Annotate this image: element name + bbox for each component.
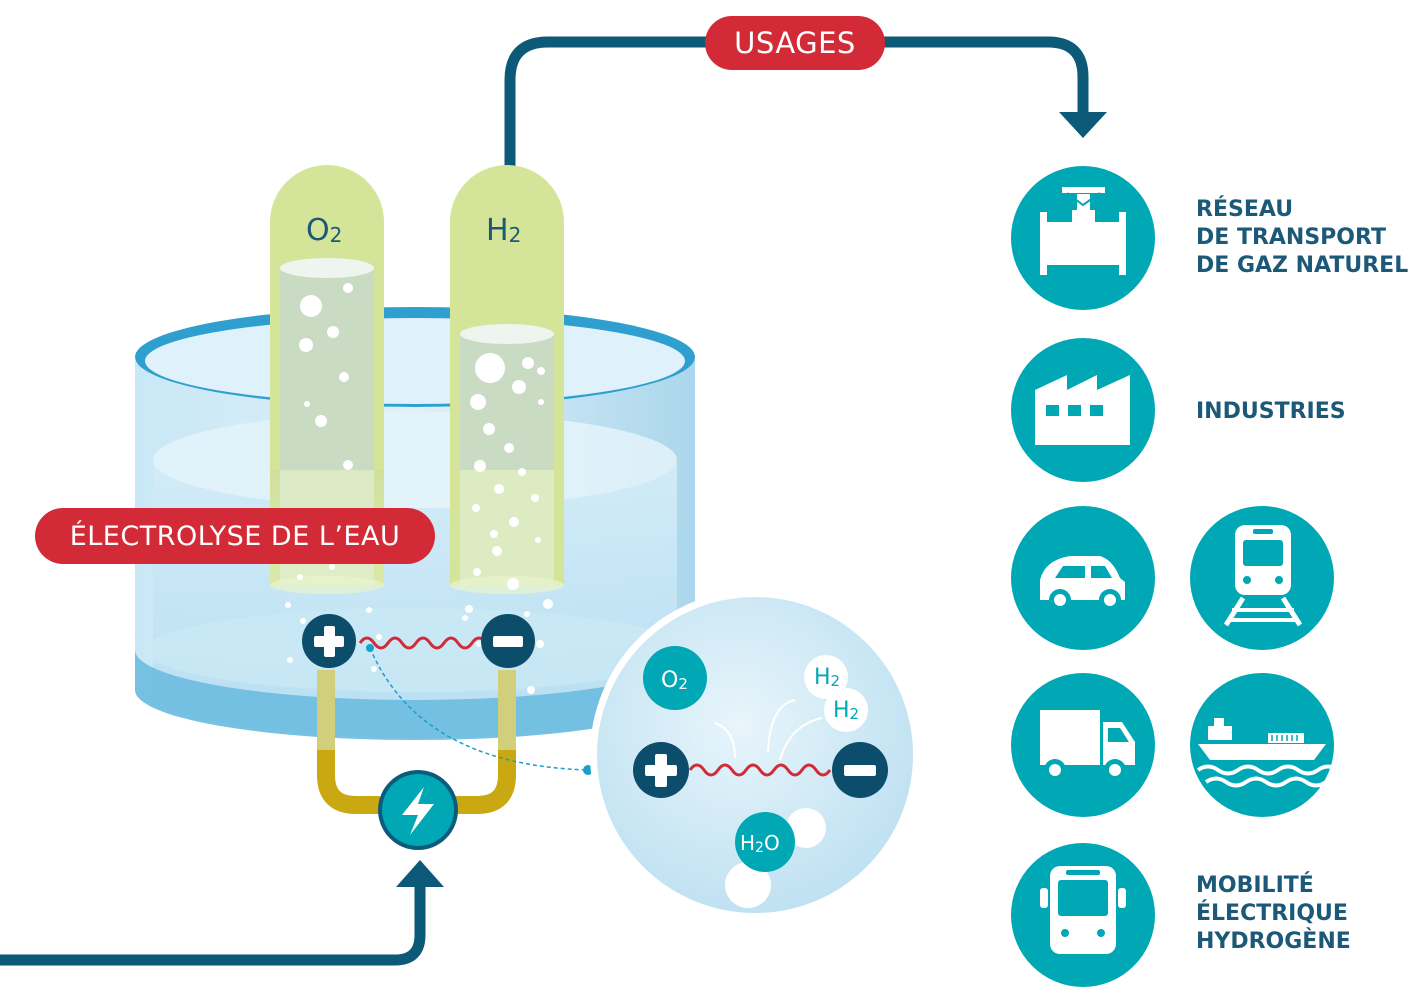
minus-icon [481, 614, 535, 668]
power-input-arrow [0, 885, 426, 966]
container-rim-inner [145, 318, 685, 404]
train-icon [1190, 506, 1334, 650]
pipeline-valve-icon [1011, 166, 1155, 310]
tube-label-h2: H2 [486, 213, 521, 248]
container-bottom-band [135, 650, 695, 740]
zoom-label-h2o: H2O [740, 831, 780, 856]
usage-label-mobility: MOBILITÉ ÉLECTRIQUE HYDROGÈNE [1196, 873, 1351, 954]
zoom-label-h2-2: H2 [833, 698, 859, 723]
usages-arrowhead [1059, 112, 1107, 138]
usages-badge: USAGES [705, 16, 885, 70]
gas-bubbles [285, 283, 553, 694]
zoom-molecule-view [590, 590, 920, 920]
bus-icon [1011, 843, 1155, 987]
zoom-minus-icon [832, 742, 888, 798]
electrolysis-current-wave [358, 636, 502, 650]
zoom-label-h2-1: H2 [814, 665, 840, 690]
water-surface [153, 412, 677, 508]
truck-icon [1011, 673, 1155, 817]
wire-positive [317, 670, 380, 814]
car-icon [1011, 506, 1155, 650]
tube-label-o2: O2 [306, 213, 342, 248]
usage-label-gas-network: RÉSEAU DE TRANSPORT DE GAZ NATUREL [1196, 197, 1409, 278]
zoom-connector [369, 647, 589, 771]
plus-icon [302, 614, 356, 668]
usage-label-industries: INDUSTRIES [1196, 399, 1346, 424]
power-input-arrowhead [396, 860, 444, 887]
ship-icon [1190, 673, 1340, 817]
electrolysis-badge: ÉLECTROLYSE DE L’EAU [35, 508, 435, 564]
wire-negative [455, 670, 516, 814]
container-bottom-inner [145, 608, 685, 692]
usages-badge-label: USAGES [734, 26, 856, 60]
zoom-plus-icon [633, 742, 689, 798]
usages-arrow [504, 36, 1089, 188]
zoom-label-o2: O2 [661, 668, 688, 693]
lightning-icon [378, 770, 458, 850]
electrolysis-badge-label: ÉLECTROLYSE DE L’EAU [69, 520, 401, 552]
factory-icon [1011, 338, 1155, 482]
